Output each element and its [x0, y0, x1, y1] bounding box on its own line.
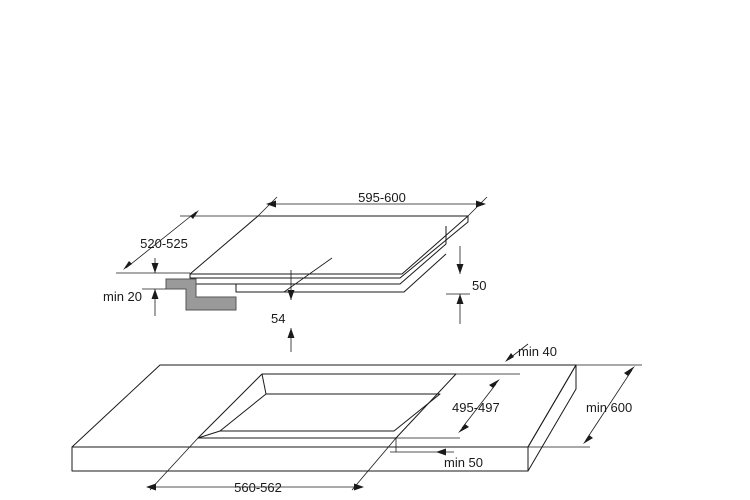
label-hob-depth: 520-525	[140, 236, 188, 251]
hob-underside	[235, 253, 447, 293]
label-cutout-width: 560-562	[234, 480, 282, 495]
label-cutout-depth: 495-497	[452, 400, 500, 415]
label-min-back: min 40	[518, 344, 557, 359]
dim-worktop-depth	[528, 364, 642, 448]
dim-min-clearance	[142, 258, 166, 316]
dim-cutout-depth	[396, 379, 500, 439]
worktop-top-surface	[71, 364, 577, 448]
worktop	[71, 364, 577, 472]
label-hob-offset: 54	[271, 311, 285, 326]
cutout-inner	[219, 393, 441, 432]
label-min-front: min 50	[444, 455, 483, 470]
hob	[189, 215, 469, 293]
hob-top-surface	[189, 215, 469, 275]
hob-front-edge	[189, 216, 469, 279]
cutout	[197, 373, 457, 439]
dim-min-front	[390, 438, 454, 456]
cutout-outer	[197, 373, 457, 439]
mounting-bracket	[165, 278, 237, 311]
label-min-clearance: min 20	[103, 289, 142, 304]
label-worktop-depth: min 600	[586, 400, 632, 415]
dim-hob-height	[446, 246, 470, 324]
label-hob-width: 595-600	[358, 190, 406, 205]
dim-cutout-width	[146, 437, 397, 491]
dim-hob-depth	[116, 210, 258, 274]
dim-hob-offset	[283, 257, 333, 352]
worktop-side-edge	[527, 364, 577, 472]
dim-hob-width	[257, 196, 488, 217]
dim-min-back	[456, 343, 529, 375]
label-hob-height: 50	[472, 278, 486, 293]
